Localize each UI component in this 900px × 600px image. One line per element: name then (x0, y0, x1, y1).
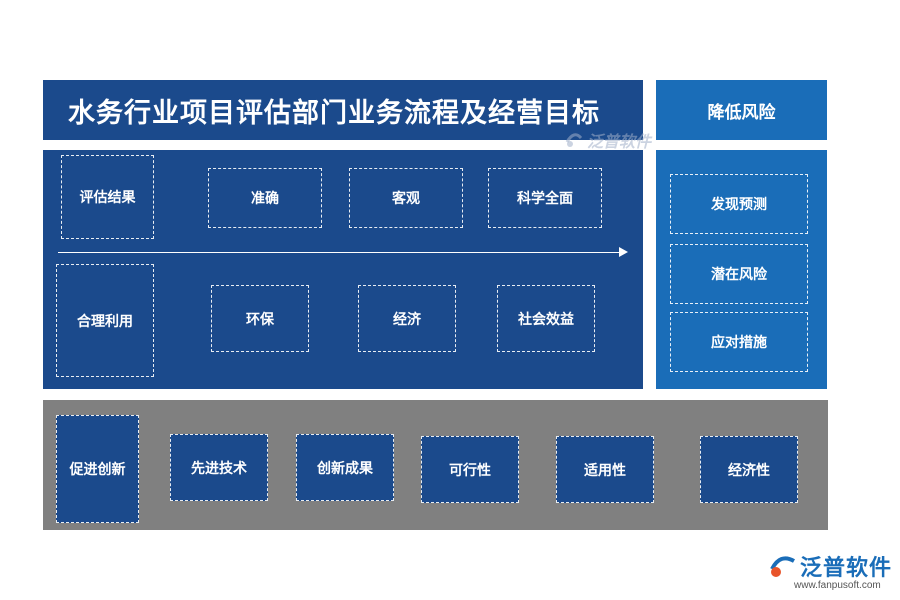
row1-item-box: 准确 (208, 168, 322, 228)
row2-item-box: 社会效益 (497, 285, 595, 352)
bottom-item-box: 可行性 (421, 436, 519, 503)
watermark-logo-icon (565, 133, 583, 147)
diagram-title: 水务行业项目评估部门业务流程及经营目标 (43, 80, 643, 140)
risk-panel (656, 150, 827, 389)
row1-item-box: 科学全面 (488, 168, 602, 228)
bottom-item-box: 适用性 (556, 436, 654, 503)
risk-item-box: 发现预测 (670, 174, 808, 234)
bottom-item-box: 经济性 (700, 436, 798, 503)
bottom-item-box: 先进技术 (170, 434, 268, 501)
watermark-text: 泛普软件 (587, 132, 652, 151)
row2-label-box: 合理利用 (56, 264, 154, 377)
watermark: 泛普软件 (565, 128, 651, 152)
risk-item-box: 应对措施 (670, 312, 808, 372)
flow-arrow-line (58, 252, 623, 253)
bottom-label-box: 促进创新 (56, 415, 139, 523)
bottom-item-box: 创新成果 (296, 434, 394, 501)
brand-logo-name: 泛普软件 (800, 556, 893, 581)
brand-logo-icon (770, 556, 795, 577)
brand-logo-url: www.fanpusoft.com (794, 580, 881, 591)
risk-header: 降低风险 (656, 80, 827, 140)
row2-item-box: 经济 (358, 285, 456, 352)
row1-label-box: 评估结果 (61, 155, 154, 239)
brand-logo: 泛普软件 www.fanpusoft.com (768, 550, 892, 591)
row1-item-box: 客观 (349, 168, 463, 228)
main-panel (43, 150, 643, 389)
risk-item-box: 潜在风险 (670, 244, 808, 304)
row2-item-box: 环保 (211, 285, 309, 352)
flow-arrow-head (619, 247, 628, 257)
